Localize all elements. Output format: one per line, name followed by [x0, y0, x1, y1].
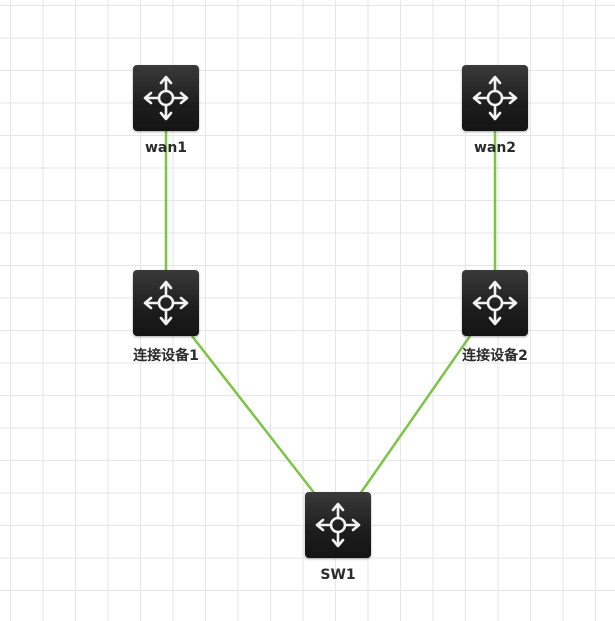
router-arrows-icon	[472, 75, 518, 121]
node-dev2[interactable]	[462, 270, 528, 336]
router-arrows-icon	[472, 280, 518, 326]
node-sw1[interactable]	[305, 492, 371, 558]
node-dev1[interactable]	[133, 270, 199, 336]
node-label-dev1: 连接设备1	[133, 348, 199, 364]
node-wan1[interactable]	[133, 65, 199, 131]
node-wan2[interactable]	[462, 65, 528, 131]
link-dev2-sw1[interactable]	[358, 335, 472, 495]
router-arrows-icon	[143, 75, 189, 121]
node-label-sw1: SW1	[320, 567, 356, 583]
router-arrows-icon	[143, 280, 189, 326]
link-dev1-sw1[interactable]	[191, 335, 316, 495]
node-label-wan1: wan1	[144, 140, 188, 156]
node-label-dev2: 连接设备2	[462, 348, 528, 364]
router-arrows-icon	[315, 502, 361, 548]
node-label-wan2: wan2	[473, 140, 517, 156]
